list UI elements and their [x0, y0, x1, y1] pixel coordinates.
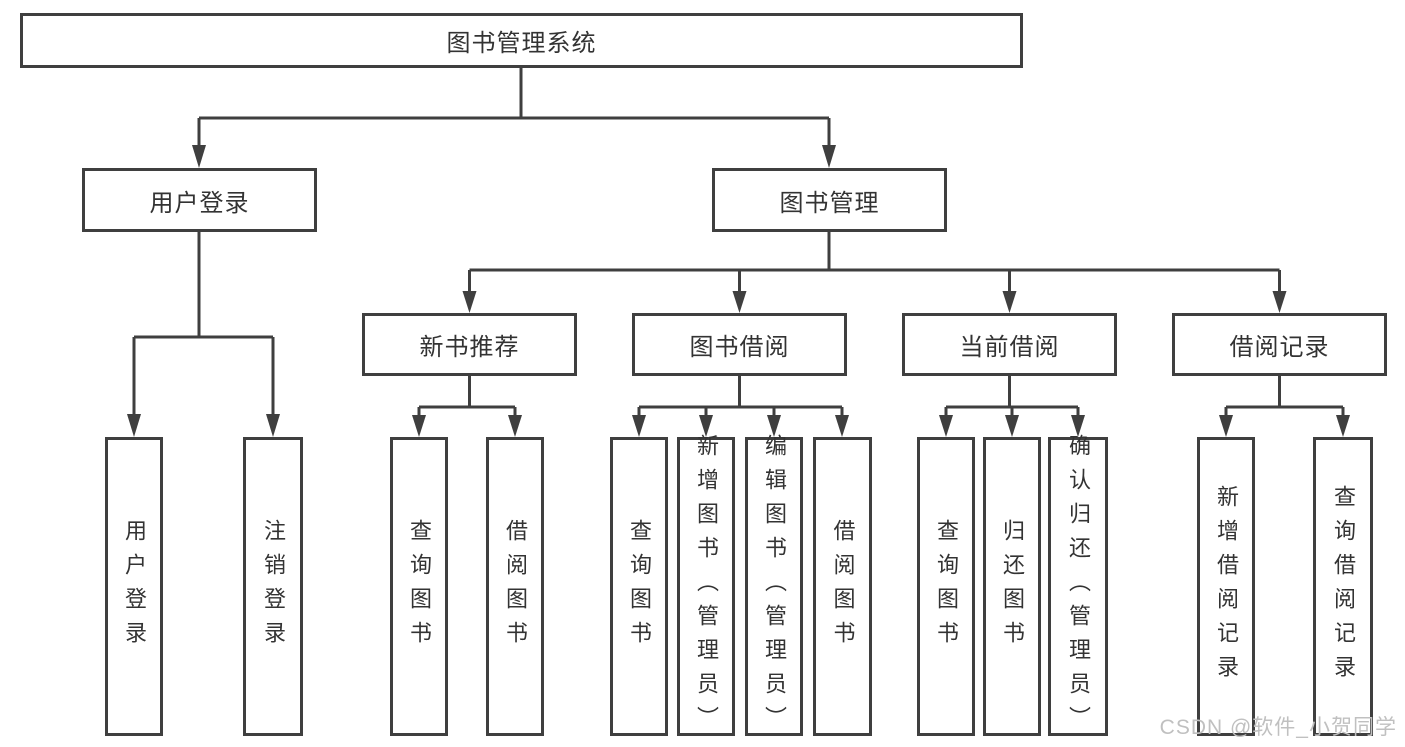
leaf-query-books-2-label: 查询图书	[627, 518, 652, 655]
node-book-management: 图书管理	[712, 168, 947, 232]
leaf-query-borrow-record-label: 查询借阅记录	[1331, 484, 1356, 689]
leaf-logout-label: 注销登录	[261, 518, 286, 655]
leaf-confirm-return-admin: 确认归还（管理员）	[1048, 434, 1108, 740]
leaf-return-books-label: 归还图书	[1000, 518, 1025, 655]
node-current-borrowing: 当前借阅	[902, 313, 1117, 376]
leaf-query-borrow-record: 查询借阅记录	[1313, 437, 1373, 736]
node-new-book-recommendation-label: 新书推荐	[419, 334, 520, 361]
arrowhead	[632, 415, 646, 437]
node-borrowing-records: 借阅记录	[1172, 313, 1387, 376]
arrowhead	[767, 415, 781, 437]
arrowhead	[508, 415, 522, 437]
watermark: CSDN @软件_小贺同学	[1159, 716, 1397, 739]
node-book-management-label: 图书管理	[779, 189, 880, 217]
leaf-edit-books-admin-label: 编辑图书（管理员）	[762, 433, 787, 740]
arrowhead	[1272, 291, 1287, 313]
leaf-query-books-1-label: 查询图书	[407, 518, 432, 655]
leaf-user-login-label: 用户登录	[122, 518, 147, 655]
node-current-borrowing-label: 当前借阅	[959, 334, 1060, 361]
arrowhead	[1002, 291, 1017, 313]
leaf-borrow-books-2-label: 借阅图书	[830, 518, 856, 655]
node-library-management-system-label: 图书管理系统	[446, 30, 597, 57]
node-library-management-system: 图书管理系统	[20, 13, 1023, 68]
leaf-add-borrow-record-label: 新增借阅记录	[1214, 484, 1239, 689]
node-new-book-recommendation: 新书推荐	[362, 313, 577, 376]
connector-arrowheads	[127, 145, 1350, 437]
leaf-borrow-books-1: 借阅图书	[486, 437, 544, 736]
arrowhead	[835, 415, 849, 437]
node-book-borrowing-label: 图书借阅	[689, 334, 790, 361]
leaf-query-books-3-label: 查询图书	[934, 518, 959, 655]
node-book-borrowing: 图书借阅	[632, 313, 847, 376]
leaf-add-borrow-record: 新增借阅记录	[1197, 437, 1255, 736]
leaf-add-books-admin-label: 新增图书（管理员）	[694, 433, 719, 740]
arrowhead	[266, 414, 280, 437]
leaf-add-books-admin: 新增图书（管理员）	[677, 434, 735, 740]
arrowhead	[1336, 415, 1350, 437]
arrowhead	[939, 415, 953, 437]
arrowhead	[732, 291, 747, 313]
arrowhead	[412, 415, 426, 437]
node-user-login-group: 用户登录	[82, 168, 317, 232]
leaf-logout: 注销登录	[243, 437, 303, 736]
arrowhead	[1071, 415, 1085, 437]
arrowhead	[1219, 415, 1233, 437]
arrowhead	[462, 291, 477, 313]
node-borrowing-records-label: 借阅记录	[1229, 334, 1330, 361]
arrowhead	[127, 414, 141, 437]
arrowhead	[822, 145, 836, 168]
leaf-confirm-return-admin-label: 确认归还（管理员）	[1066, 433, 1091, 740]
arrowhead	[192, 145, 206, 168]
leaf-query-books-3: 查询图书	[917, 437, 975, 736]
leaf-return-books: 归还图书	[983, 437, 1041, 736]
arrowhead	[1005, 415, 1019, 437]
leaf-borrow-books-2: 借阅图书	[813, 437, 872, 736]
connector-path	[132, 66, 1345, 418]
leaf-query-books-2: 查询图书	[610, 437, 668, 736]
leaf-query-books-1: 查询图书	[390, 437, 448, 736]
leaf-edit-books-admin: 编辑图书（管理员）	[745, 434, 803, 740]
leaf-user-login: 用户登录	[105, 437, 163, 736]
node-user-login-group-label: 用户登录	[149, 189, 250, 217]
arrowhead	[699, 415, 713, 437]
leaf-borrow-books-1-label: 借阅图书	[503, 518, 528, 655]
